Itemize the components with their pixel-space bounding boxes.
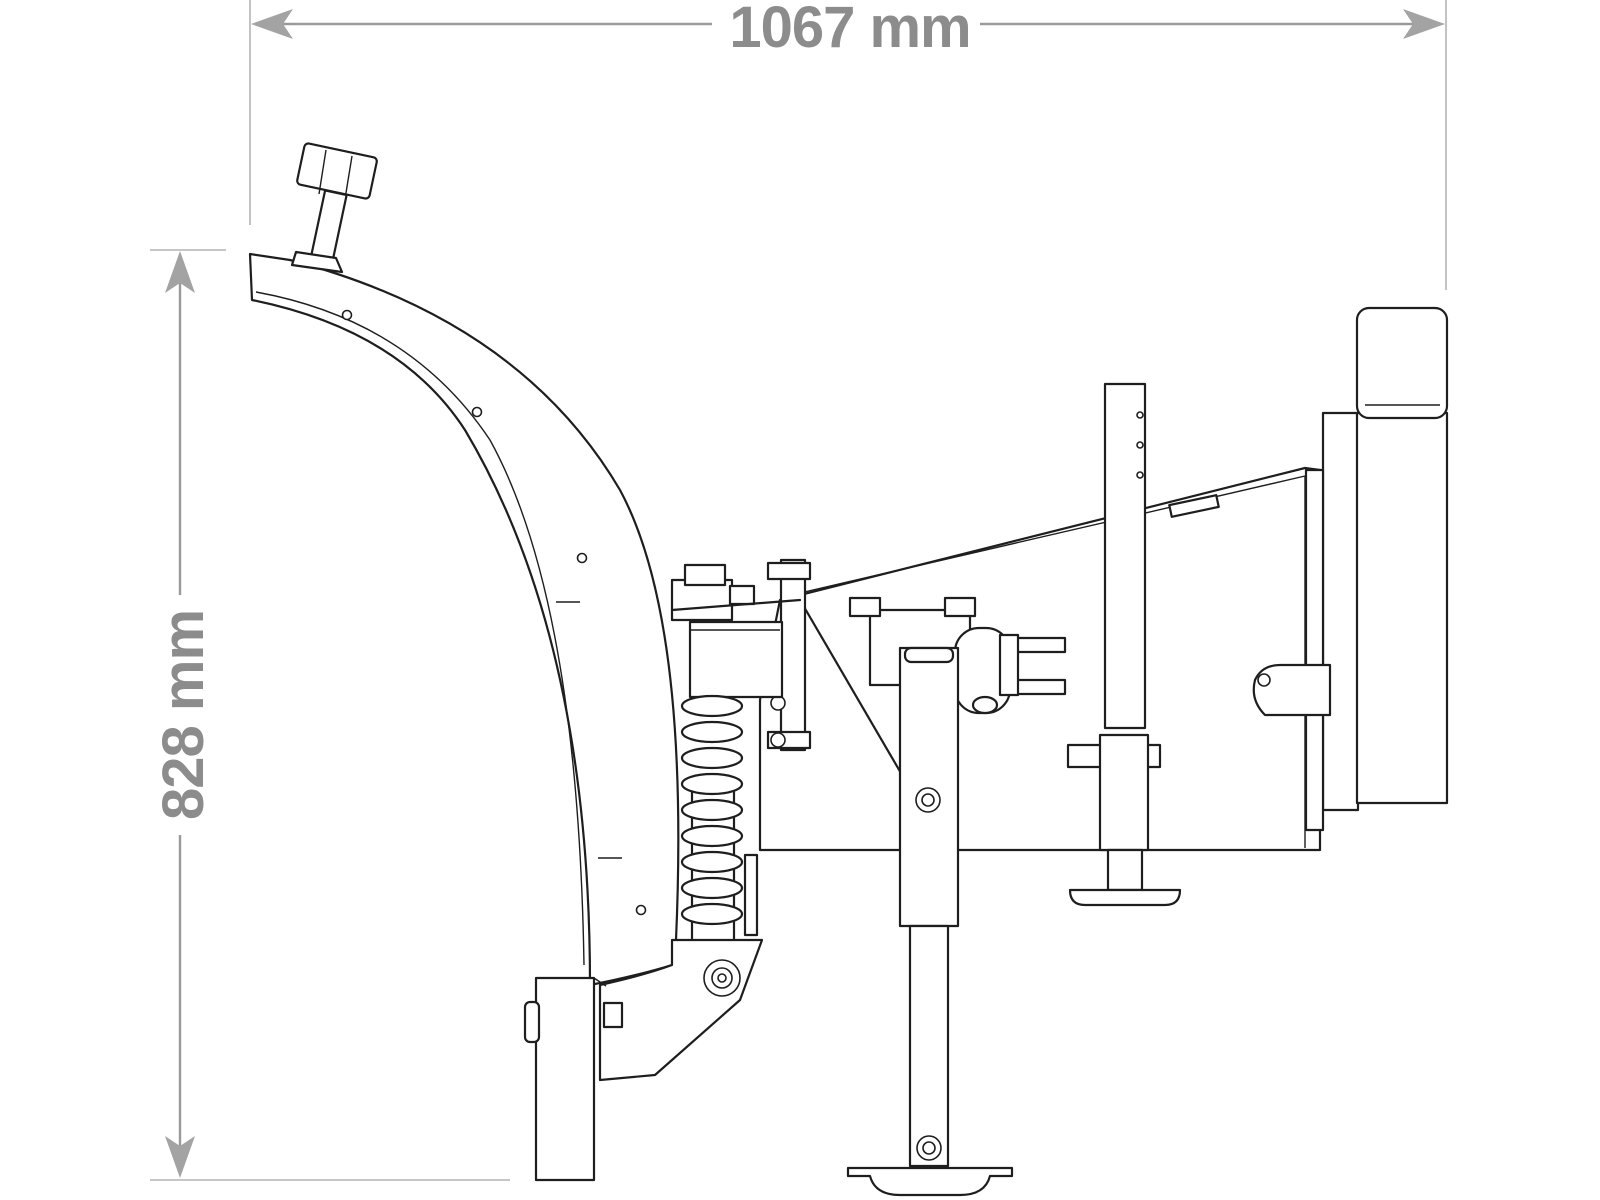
adjuster-handle-seam xyxy=(318,149,327,195)
frame-top-edge xyxy=(799,475,1306,594)
pivot-bracket-bolt xyxy=(602,1001,624,1029)
pivot-bolt xyxy=(971,695,999,715)
center-stand-lower xyxy=(908,924,950,1168)
width-dimension: 1067 mm xyxy=(249,0,1447,290)
mount-plate-outer xyxy=(1321,411,1360,812)
spring-coil xyxy=(680,798,744,822)
width-arrow-left xyxy=(251,9,293,39)
tilt-lug-link xyxy=(670,598,802,612)
moldboard-outline xyxy=(248,252,680,987)
main-frame xyxy=(758,466,1322,852)
cutting-edge-seam xyxy=(593,977,607,987)
pivot-bracket-pin-core xyxy=(717,973,727,983)
height-arrow-top xyxy=(165,251,195,293)
mount-housing xyxy=(1355,411,1449,805)
mount-plate-inner xyxy=(1304,468,1325,832)
spring-coil xyxy=(680,850,744,874)
tilt-lug-arm xyxy=(728,584,756,606)
width-dimension-label: 1067 mm xyxy=(729,0,970,60)
spring-coil xyxy=(680,772,744,796)
flange-nut xyxy=(770,732,786,748)
mount-bracket xyxy=(1252,663,1332,717)
moldboard-rivet xyxy=(576,552,588,564)
center-stand xyxy=(846,646,1014,1197)
moldboard-inner-curve xyxy=(255,291,585,966)
tilt-lug-bolt xyxy=(683,563,727,587)
center-stand-lower-pin-inner xyxy=(922,1141,936,1155)
spring-coil xyxy=(680,746,744,770)
cutting-edge-bolt xyxy=(523,1000,541,1044)
mount-bracket-pin xyxy=(1257,673,1271,687)
rear-stand-inner xyxy=(1098,733,1150,852)
cutting-edge xyxy=(523,976,607,1182)
rear-stand xyxy=(1066,382,1182,907)
spring-coil xyxy=(680,876,744,900)
rear-stand-tube xyxy=(1103,382,1147,730)
rear-stand-hole xyxy=(1136,471,1144,479)
pivot-top-lug xyxy=(848,596,882,618)
trip-spring xyxy=(680,694,759,945)
rear-stand-hole xyxy=(1136,441,1144,449)
rear-stand-foot xyxy=(1068,888,1182,907)
tilt-lug xyxy=(670,563,802,622)
adjuster-stem xyxy=(310,189,348,261)
width-arrow-right xyxy=(1403,9,1445,39)
mount-clip xyxy=(1168,494,1220,518)
flange-coupling xyxy=(688,558,812,752)
pivot-top-lug xyxy=(943,596,977,618)
frame-body xyxy=(758,466,1322,852)
adjuster-handle xyxy=(296,142,378,200)
coupling-tube xyxy=(688,620,784,699)
rear-mount-plate xyxy=(1168,306,1449,832)
spring-coil xyxy=(680,720,744,744)
adjuster-handle-seam xyxy=(344,155,353,200)
snow-plow-drawing xyxy=(248,142,1449,1197)
flange-bolt xyxy=(766,561,812,581)
flange-plate xyxy=(779,558,807,752)
pivot-cylinder-cap xyxy=(998,633,1020,697)
height-dimension-label: 828 mm xyxy=(151,610,216,820)
adjuster-nut xyxy=(290,250,344,274)
center-stand-foot xyxy=(846,1166,1014,1197)
pivot-arm xyxy=(1013,636,1067,654)
moldboard xyxy=(248,252,680,987)
spring-coil xyxy=(680,824,744,848)
spring-coil xyxy=(680,694,744,718)
blade-adjuster xyxy=(290,142,378,274)
moldboard-rivet xyxy=(635,904,647,916)
spring-bracket xyxy=(743,853,759,937)
pivot-arm xyxy=(1013,678,1067,696)
cutting-edge-plate xyxy=(534,976,596,1182)
moldboard-rivet xyxy=(341,309,353,321)
center-stand-pin-inner xyxy=(921,793,935,807)
center-stand-cap xyxy=(903,646,955,664)
height-arrow-bottom xyxy=(165,1136,195,1178)
mount-tube-top xyxy=(1355,306,1449,420)
moldboard-rivet xyxy=(471,406,483,418)
height-dimension: 828 mm xyxy=(150,249,510,1181)
pivot-brace xyxy=(798,598,907,782)
rear-stand-hole xyxy=(1136,411,1144,419)
lower-pivot-bracket xyxy=(598,938,764,1082)
spring-coil xyxy=(680,902,744,926)
center-stand-upper xyxy=(898,646,960,928)
rear-stand-lower xyxy=(1106,848,1144,892)
